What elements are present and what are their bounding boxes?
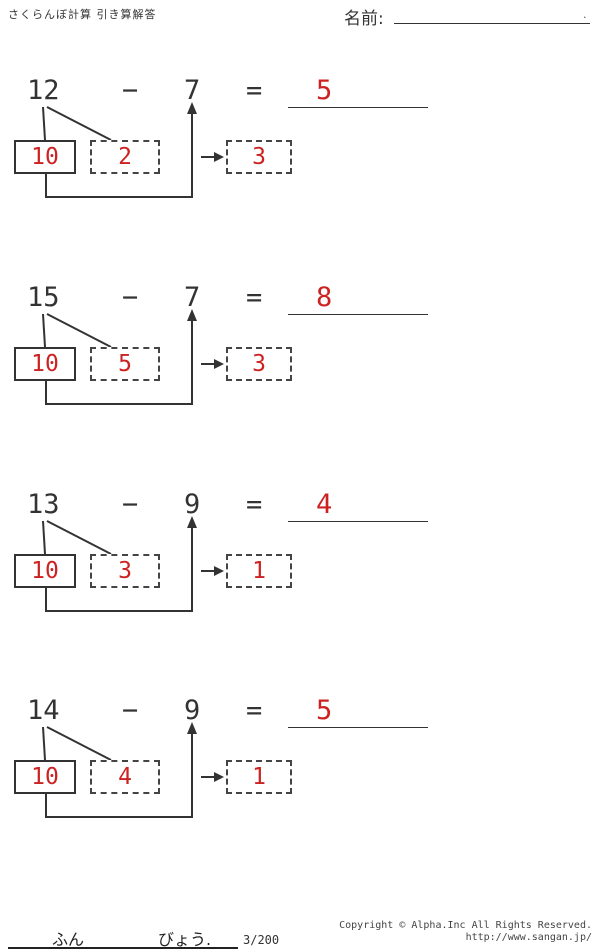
carry-arrow — [45, 525, 193, 612]
page-number: 3/200 — [243, 933, 280, 947]
carry-arrowhead-icon — [187, 309, 197, 321]
cherry-stem-left — [42, 106, 46, 141]
minus-sign: − — [122, 695, 139, 726]
result-arrowhead-icon — [214, 566, 224, 576]
result-arrowhead-icon — [214, 359, 224, 369]
cherry-stem-left — [42, 726, 46, 761]
equals-sign: = — [246, 695, 263, 726]
minuend: 12 — [27, 75, 60, 106]
cherry-arrow-graphics — [42, 516, 224, 612]
name-label: 名前: — [344, 9, 384, 29]
subtrahend: 7 — [184, 75, 201, 106]
result-box: 3 — [226, 140, 292, 174]
minuend: 14 — [27, 695, 60, 726]
problem-block-2: 15 − 7 = 8 10 5 3 — [0, 282, 600, 490]
equals-sign: = — [246, 75, 263, 106]
carry-arrowhead-icon — [187, 516, 197, 528]
cherry-stem-left — [42, 520, 46, 555]
cherry-arrow-graphics — [42, 309, 224, 405]
cherry-stem-right — [46, 313, 112, 348]
ten-box: 10 — [14, 760, 76, 794]
seconds-label: びょう. — [158, 930, 212, 949]
answer-underline — [288, 521, 428, 522]
result-arrowhead-icon — [214, 152, 224, 162]
answer-underline — [288, 314, 428, 315]
copyright-url: http://www.sangan.jp/ — [465, 932, 592, 943]
ten-box: 10 — [14, 140, 76, 174]
problem-block-3: 13 − 9 = 4 10 3 1 — [0, 489, 600, 697]
result-box: 1 — [226, 760, 292, 794]
subtrahend: 9 — [184, 695, 201, 726]
subtrahend: 9 — [184, 489, 201, 520]
problem-block-4: 14 − 9 = 5 10 4 1 — [0, 695, 600, 903]
answer-value: 5 — [316, 695, 333, 726]
carry-arrow — [45, 731, 193, 818]
worksheet-title: さくらんぼ計算 引き算解答 — [8, 8, 157, 21]
ten-box: 10 — [14, 554, 76, 588]
minuend: 15 — [27, 282, 60, 313]
result-box: 1 — [226, 554, 292, 588]
name-underline — [394, 23, 590, 24]
cherry-stem-right — [46, 726, 112, 761]
cherry-arrow-graphics — [42, 102, 224, 198]
carry-arrowhead-icon — [187, 102, 197, 114]
name-line-end-mark: . — [583, 8, 587, 21]
split-box: 5 — [90, 347, 160, 381]
cherry-stem-right — [46, 106, 112, 141]
answer-value: 4 — [316, 489, 333, 520]
result-arrowhead-icon — [214, 772, 224, 782]
minus-sign: − — [122, 75, 139, 106]
equals-sign: = — [246, 282, 263, 313]
split-box: 2 — [90, 140, 160, 174]
copyright-notice: Copyright © Alpha.Inc All Rights Reserve… — [339, 920, 592, 944]
subtrahend: 7 — [184, 282, 201, 313]
result-box: 3 — [226, 347, 292, 381]
minutes-label: ふん — [52, 930, 85, 949]
copyright-line: Copyright © Alpha.Inc All Rights Reserve… — [339, 920, 592, 931]
equals-sign: = — [246, 489, 263, 520]
cherry-arrow-graphics — [42, 722, 224, 818]
split-box: 3 — [90, 554, 160, 588]
carry-arrowhead-icon — [187, 722, 197, 734]
cherry-stem-left — [42, 313, 46, 348]
split-box: 4 — [90, 760, 160, 794]
answer-value: 5 — [316, 75, 333, 106]
carry-arrow — [45, 318, 193, 405]
time-underline — [8, 947, 238, 949]
minuend: 13 — [27, 489, 60, 520]
problem-block-1: 12 − 7 = 5 10 2 3 — [0, 75, 600, 283]
cherry-stem-right — [46, 520, 112, 555]
answer-underline — [288, 107, 428, 108]
minus-sign: − — [122, 282, 139, 313]
minus-sign: − — [122, 489, 139, 520]
answer-underline — [288, 727, 428, 728]
carry-arrow — [45, 111, 193, 198]
answer-value: 8 — [316, 282, 333, 313]
ten-box: 10 — [14, 347, 76, 381]
